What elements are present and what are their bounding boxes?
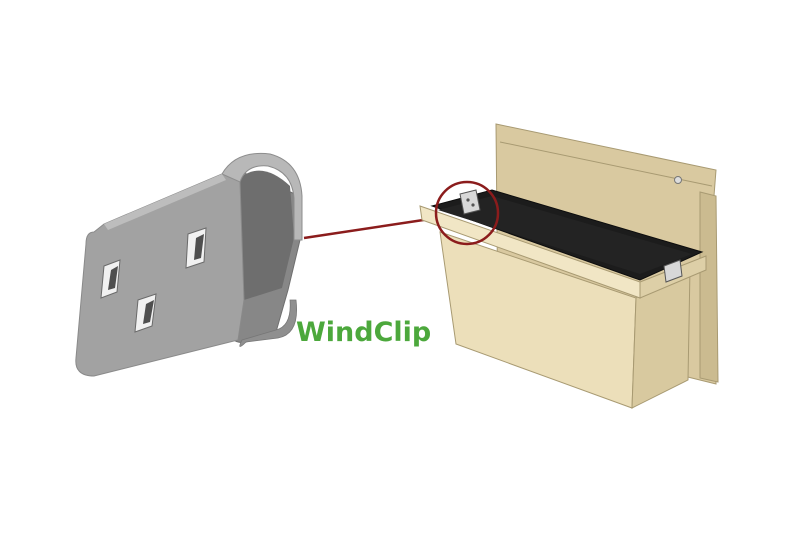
callout-line — [303, 217, 431, 240]
windclip-clip-icon — [75, 152, 303, 377]
rim-clip-right — [663, 259, 683, 283]
callout-circle — [434, 180, 500, 246]
rim-clip-left — [459, 189, 481, 215]
product-name-label: WindClip — [296, 317, 431, 348]
planter-box-icon — [419, 123, 719, 409]
